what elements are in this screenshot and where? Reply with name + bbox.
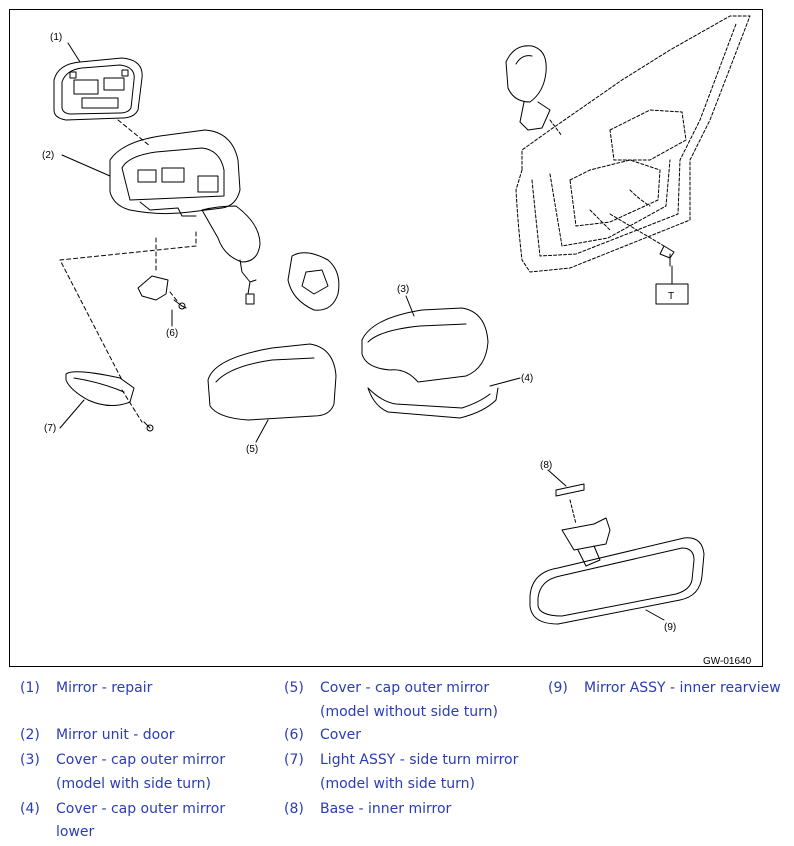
legend-text: Cover - cap outer mirror xyxy=(320,680,490,696)
callout-2: (2) xyxy=(42,150,54,161)
side-turn-light-part xyxy=(65,371,154,432)
legend-text-2: (model without side turn) xyxy=(320,704,498,720)
legend-num: (4) xyxy=(20,801,40,817)
callout-line-9 xyxy=(645,609,665,621)
mirror-unit-door-part xyxy=(109,129,261,305)
legend-text: Mirror - repair xyxy=(56,680,153,696)
legend-num: (1) xyxy=(20,680,40,696)
leader-7 xyxy=(59,231,197,381)
torque-box xyxy=(655,283,689,305)
diagram-canvas: (1) (2) (3) (4) (5) (6) (7) (8) (9) T GW… xyxy=(42,15,752,667)
leader-1 xyxy=(117,119,151,147)
legend-text: Light ASSY - side turn mirror xyxy=(320,752,519,768)
legend-text: Mirror ASSY - inner rearview xyxy=(584,680,781,696)
cover-cap-lower-part xyxy=(367,387,499,419)
cover-cap-side-turn-part xyxy=(361,307,489,383)
figure-code: GW-01640 xyxy=(703,656,752,667)
door-mirror-part xyxy=(505,45,551,131)
callout-5: (5) xyxy=(246,444,258,455)
torque-label: T xyxy=(668,291,674,302)
callout-4: (4) xyxy=(521,373,533,384)
leader-screw-7 xyxy=(121,389,143,423)
mirror-repair-part xyxy=(53,57,143,121)
callout-line-7 xyxy=(59,399,85,429)
callout-line-3 xyxy=(405,295,415,317)
callout-7: (7) xyxy=(44,423,56,434)
legend-num: (9) xyxy=(548,680,568,696)
mirror-base-gasket xyxy=(287,252,340,311)
legend-text: Cover - cap outer mirror xyxy=(56,801,226,817)
exploded-diagram: (1) (2) (3) (4) (5) (6) (7) (8) (9) T GW… xyxy=(9,9,763,667)
callout-6: (6) xyxy=(166,328,178,339)
callout-line-1 xyxy=(67,42,81,63)
legend-num: (3) xyxy=(20,752,40,768)
legend-text: Base - inner mirror xyxy=(320,801,452,817)
callout-line-2 xyxy=(61,154,111,177)
callout-line-4 xyxy=(489,377,521,387)
legend-text-2: (model with side turn) xyxy=(320,776,475,792)
callout-line-5 xyxy=(255,419,269,443)
inner-mirror-base-part xyxy=(555,483,585,497)
callout-3: (3) xyxy=(397,284,409,295)
callout-9: (9) xyxy=(664,622,676,633)
inner-rearview-mirror-part xyxy=(529,517,705,625)
legend-num: (6) xyxy=(284,727,304,743)
cover-cap-no-side-turn-part xyxy=(207,343,337,421)
legend-num: (2) xyxy=(20,727,40,743)
leader-screw-6 xyxy=(169,291,179,303)
callout-1: (1) xyxy=(50,32,62,43)
leader-8 xyxy=(569,499,577,525)
parts-legend: (1) Mirror - repair (2) Mirror unit - do… xyxy=(0,672,794,846)
callout-line-8 xyxy=(547,469,567,487)
leader-door-mirror xyxy=(549,119,563,137)
bolt-part xyxy=(609,213,675,267)
gasket-cutout xyxy=(301,269,329,295)
legend-text: Cover xyxy=(320,727,361,743)
legend-num: (8) xyxy=(284,801,304,817)
cover-small-part xyxy=(137,275,187,310)
legend-num: (5) xyxy=(284,680,304,696)
legend-text-2: (model with side turn) xyxy=(56,776,211,792)
callout-8: (8) xyxy=(540,460,552,471)
legend-num: (7) xyxy=(284,752,304,768)
legend-text-2: lower xyxy=(56,824,95,840)
legend-text: Cover - cap outer mirror xyxy=(56,752,226,768)
legend-text: Mirror unit - door xyxy=(56,727,175,743)
front-door-outline xyxy=(515,15,751,273)
